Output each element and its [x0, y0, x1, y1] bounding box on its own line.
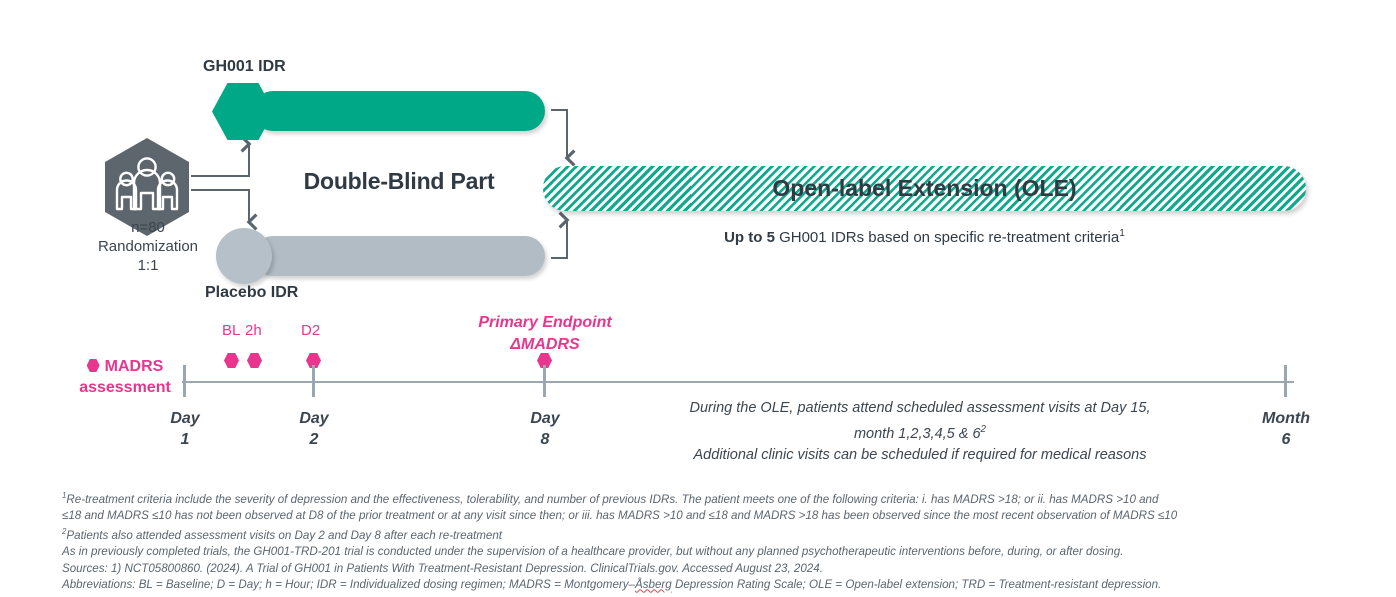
footnote-trial-context: As in previously completed trials, the G…	[62, 545, 1124, 559]
primary-endpoint-line1: Primary Endpoint	[478, 314, 612, 331]
footnote-1-continued: ≤18 and MADRS ≤10 has not been observed …	[62, 509, 1178, 523]
footnote-sources: Sources: 1) NCT05800860. (2024). A Trial…	[62, 561, 823, 575]
people-hexagon-icon	[103, 137, 191, 237]
assessment-timeline: MADRS assessment Primary Endpoint ΔMADRS…	[0, 300, 1396, 480]
footnote-1-marker: 1	[62, 491, 67, 500]
ole-subtitle-footnote-marker: 1	[1119, 228, 1125, 239]
timeline-tick-label-bottom: 2	[309, 431, 319, 448]
madrs-marker-day8	[537, 353, 552, 368]
ole-visit-note: During the OLE, patients attend schedule…	[640, 398, 1200, 466]
connector-arrows	[191, 109, 1396, 259]
ole-label: Open-label Extension (OLE)	[772, 175, 1077, 201]
madrs-marker-bl	[224, 353, 239, 368]
timeline-tick-2	[543, 365, 546, 397]
madrs-legend: MADRS assessment	[10, 356, 240, 398]
madrs-marker-d2	[306, 353, 321, 368]
gh001-arm-label: GH001 IDR	[203, 58, 286, 75]
placebo-dose-circle-icon	[216, 228, 272, 284]
timeline-tick-label-bottom: 8	[540, 431, 550, 448]
madrs-legend-dot-icon	[86, 359, 100, 372]
timeline-tick-label-bottom: 6	[1281, 431, 1291, 448]
timeline-tick-label-2: Day 8	[495, 408, 595, 450]
double-blind-part-label: Double-Blind Part	[303, 168, 495, 194]
randomization-caption-line-2: Randomization	[97, 238, 199, 255]
madrs-legend-line2: assessment	[79, 379, 171, 396]
footnote-2-text: Patients also attended assessment visits…	[66, 529, 503, 543]
timeline-tick-1	[312, 365, 315, 397]
footnote-2-marker: 2	[62, 527, 67, 537]
abbreviations-suffix: Depression Rating Scale; OLE = Open-labe…	[671, 577, 1162, 591]
timeline-tick-label-3: Month 6	[1236, 408, 1336, 450]
ole-visit-note-footnote-marker: 2	[980, 424, 987, 435]
primary-endpoint-label: Primary Endpoint ΔMADRS	[440, 312, 650, 356]
ole-visit-note-line2: month 1,2,3,4,5 & 6	[853, 425, 981, 442]
footnote-1-line1: Re-treatment criteria include the severi…	[66, 492, 1159, 506]
timeline-tick-label-bottom: 1	[180, 431, 190, 448]
footnote-1: 1Re-treatment criteria include the sever…	[62, 488, 1352, 508]
randomization-caption-line-1: n=80	[131, 219, 165, 236]
visit-label-2h: 2h	[245, 322, 262, 339]
gh001-treatment-bar	[253, 91, 545, 131]
timeline-tick-label-top: Month	[1262, 410, 1310, 427]
visit-label-d2: D2	[301, 322, 321, 339]
open-label-extension-bar	[543, 166, 1306, 211]
abbreviations-prefix: Abbreviations: BL = Baseline; D = Day; h…	[62, 577, 635, 591]
ole-visit-note-line1: During the OLE, patients attend schedule…	[689, 400, 1151, 416]
abbreviations-underlined-term: Åsberg	[635, 577, 672, 591]
timeline-tick-label-top: Day	[299, 410, 329, 427]
footnote-2: 2Patients also attended assessment visit…	[62, 524, 1352, 544]
placebo-treatment-bar	[253, 236, 545, 276]
timeline-axis	[182, 381, 1294, 383]
randomization-caption-line-3: 1:1	[137, 257, 159, 274]
primary-endpoint-line2: ΔMADRS	[510, 336, 580, 353]
ole-subtitle: Up to 5 GH001 IDRs based on specific re-…	[543, 228, 1306, 246]
ole-subtitle-bold: Up to 5	[724, 229, 775, 246]
timeline-tick-0	[183, 365, 186, 397]
timeline-tick-label-top: Day	[530, 410, 560, 427]
timeline-tick-label-top: Day	[170, 410, 200, 427]
ole-visit-note-line3: Additional clinic visits can be schedule…	[693, 446, 1147, 463]
footnotes-block: 1Re-treatment criteria include the sever…	[62, 488, 1352, 593]
ole-subtitle-rest: GH001 IDRs based on specific re-treatmen…	[774, 229, 1120, 246]
madrs-marker-2h	[247, 353, 262, 368]
timeline-tick-3	[1284, 365, 1287, 397]
visit-label-bl: BL	[222, 322, 241, 339]
ole-bar-center-panel	[691, 166, 1120, 211]
footnote-abbreviations: Abbreviations: BL = Baseline; D = Day; h…	[62, 577, 1352, 593]
timeline-tick-label-1: Day 2	[264, 408, 364, 450]
placebo-arm-label: Placebo IDR	[205, 284, 299, 301]
madrs-legend-line1: MADRS	[104, 358, 164, 375]
timeline-tick-label-0: Day 1	[135, 408, 235, 450]
